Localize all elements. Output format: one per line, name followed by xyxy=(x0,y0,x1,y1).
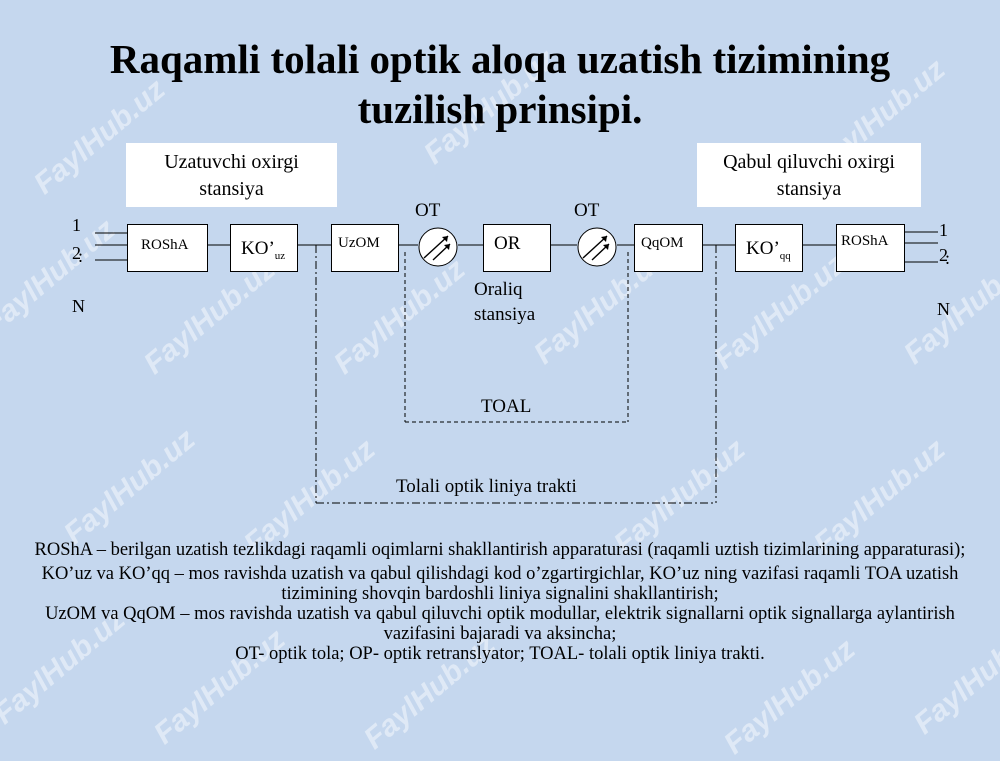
receive-station-line2: stansiya xyxy=(776,178,842,200)
ko-uz-block: KO’uz xyxy=(230,224,298,272)
uzom-block: UzOM xyxy=(331,224,399,272)
receive-station-label: Qabul qiluvchi oxirgi stansiya xyxy=(697,143,921,207)
qqom-label: QqOM xyxy=(641,235,684,251)
left-channel-n: N xyxy=(72,296,85,316)
transmit-station-line2: stansiya xyxy=(199,178,264,200)
rosha-right-label: ROShA xyxy=(841,233,889,249)
description-block: ROShA – berilgan uzatish tezlikdagi raqa… xyxy=(30,540,970,664)
description-om: UzOM va QqOM – mos ravishda uzatish va q… xyxy=(45,604,955,644)
description-rosha: ROShA – berilgan uzatish tezlikdagi raqa… xyxy=(34,540,966,560)
description-ko: KO’uz va KO’qq – mos ravishda uzatish va… xyxy=(41,564,959,604)
rosha-left-block: ROShA xyxy=(127,224,208,272)
receive-station-line1: Qabul qiluvchi oxirgi xyxy=(723,151,895,173)
right-channel-dots: : xyxy=(945,248,951,268)
left-channel-dots: : xyxy=(78,246,84,266)
optical-fiber-icon xyxy=(418,227,458,267)
left-channel-2: 2 xyxy=(72,243,81,263)
transmit-station-line1: Uzatuvchi oxirgi xyxy=(164,151,299,173)
rosha-right-block: ROShA xyxy=(836,224,905,272)
description-abbreviations: OT- optik tola; OP- optik retranslyator;… xyxy=(235,644,765,664)
left-channel-1: 1 xyxy=(72,215,81,235)
right-channel-1: 1 xyxy=(939,220,948,240)
line-tract-boundary xyxy=(315,245,717,504)
right-channel-2: 2 xyxy=(939,245,948,265)
intermediate-station-label: Oraliq stansiya xyxy=(474,277,535,327)
title-line-1: Raqamli tolali optik aloqa uzatish tizim… xyxy=(109,36,891,82)
toal-label: TOAL xyxy=(481,396,532,417)
transmit-station-label: Uzatuvchi oxirgi stansiya xyxy=(126,143,337,207)
fiber-label-right: OT xyxy=(574,200,600,221)
or-block: OR xyxy=(483,224,551,272)
page-title: Raqamli tolali optik aloqa uzatish tizim… xyxy=(0,34,1000,134)
line-tract-label: Tolali optik liniya trakti xyxy=(396,476,577,497)
rosha-left-label: ROShA xyxy=(141,237,189,253)
ko-qq-block: KO’qq xyxy=(735,224,803,272)
fiber-label-left: OT xyxy=(415,200,441,221)
toal-boundary xyxy=(404,252,629,423)
right-channel-n: N xyxy=(937,299,950,319)
intermediate-station-line2: stansiya xyxy=(474,304,536,325)
optical-fiber-icon xyxy=(577,227,617,267)
or-label: OR xyxy=(494,233,521,254)
uzom-label: UzOM xyxy=(338,235,380,251)
qqom-block: QqOM xyxy=(634,224,703,272)
title-line-2: tuzilish prinsipi. xyxy=(357,86,643,132)
ko-qq-label: KO’qq xyxy=(746,238,791,262)
ko-uz-label: KO’uz xyxy=(241,238,286,262)
intermediate-station-line1: Oraliq xyxy=(474,279,523,300)
